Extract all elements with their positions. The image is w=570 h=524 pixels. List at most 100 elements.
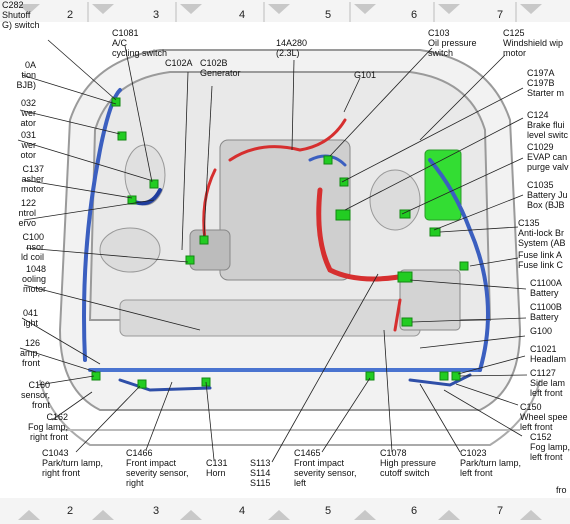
callout-line: right: [126, 478, 144, 488]
callout-line: ator: [20, 118, 36, 128]
callout-line: Fog lamp,: [28, 422, 68, 432]
callout-line: left front: [520, 422, 553, 432]
callout-line: S114: [250, 468, 270, 478]
callout-line: C1029: [527, 142, 554, 152]
callout-line: C152: [530, 432, 552, 442]
footer-note: fro: [556, 485, 567, 495]
callout-line: motor: [503, 48, 526, 58]
callout-line: S115: [250, 478, 270, 488]
column-number: 3: [153, 505, 159, 517]
callout-line: C125: [503, 28, 525, 38]
top-column-band: [0, 0, 570, 22]
callout-line: ight: [23, 318, 38, 328]
callout-line: right front: [30, 432, 69, 442]
callout-line: cutoff switch: [380, 468, 429, 478]
callout-line: High pressure: [380, 458, 436, 468]
callout-line: C1021: [530, 344, 557, 354]
callout-line: wer: [20, 108, 36, 118]
callout-line: 031: [21, 130, 36, 140]
callout-line: C1023: [460, 448, 487, 458]
callout-line: (2.3L): [276, 48, 300, 58]
callout-line: C1043: [42, 448, 69, 458]
callout-line: Battery: [530, 288, 559, 298]
callout-line: level switc: [527, 130, 569, 140]
callout-line: Fog lamp,: [530, 442, 570, 452]
callout-line: Shutoff: [2, 10, 31, 20]
callout-line: A/C: [112, 38, 128, 48]
callout-line: C1466: [126, 448, 153, 458]
callout-line: amp,: [20, 348, 40, 358]
callout-line: Horn: [206, 468, 226, 478]
callout-line: sensor,: [21, 390, 50, 400]
callout-c102a: C102A: [165, 58, 193, 68]
callout-line: left front: [460, 468, 493, 478]
callout-line: C1127: [530, 368, 556, 378]
callout-line: C150: [520, 402, 542, 412]
callout-line: BJB): [16, 80, 36, 90]
callout-line: C1078: [380, 448, 407, 458]
callout-line: C124: [527, 110, 549, 120]
callout-line: left front: [530, 452, 563, 462]
callout-line: C100: [22, 232, 44, 242]
column-number: 6: [411, 505, 417, 517]
callout-line: C135: [518, 218, 540, 228]
callout-line: Fuse link A: [518, 250, 562, 260]
callout-line: C1465: [294, 448, 321, 458]
callout-line: C102A: [165, 58, 193, 68]
callout-line: severity sensor,: [126, 468, 189, 478]
column-number: 2: [67, 9, 73, 21]
callout-line: cycling switch: [112, 48, 167, 58]
callout-g100: G100: [530, 326, 552, 336]
callout-line: Battery Ju: [527, 190, 568, 200]
callout-line: ooling: [22, 274, 46, 284]
callout-line: C282: [2, 0, 24, 10]
callout-line: System (AB: [518, 238, 566, 248]
callout-line: tion: [21, 70, 36, 80]
column-number: 7: [497, 505, 503, 517]
callout-line: 14A280: [276, 38, 307, 48]
callout-line: 122: [21, 198, 36, 208]
callout-line: C1100B: [530, 302, 562, 312]
column-number: 2: [67, 505, 73, 517]
callout-line: left front: [530, 388, 563, 398]
callout-line: EVAP can: [527, 152, 567, 162]
callout-line: C197B: [527, 78, 555, 88]
callout-line: C137: [22, 164, 44, 174]
callout-line: otor: [20, 150, 36, 160]
callout-line: asher: [21, 174, 44, 184]
column-number: 5: [325, 505, 331, 517]
callout-line: C1035: [527, 180, 554, 190]
column-number: 3: [153, 9, 159, 21]
callout-line: C102B: [200, 58, 228, 68]
callout-line: motor: [23, 284, 46, 294]
callout-line: Park/turn lamp,: [460, 458, 521, 468]
callout-line: G) switch: [2, 20, 40, 30]
callout-line: Battery: [530, 312, 559, 322]
callout-line: Headlam: [530, 354, 566, 364]
callout-line: front: [22, 358, 41, 368]
